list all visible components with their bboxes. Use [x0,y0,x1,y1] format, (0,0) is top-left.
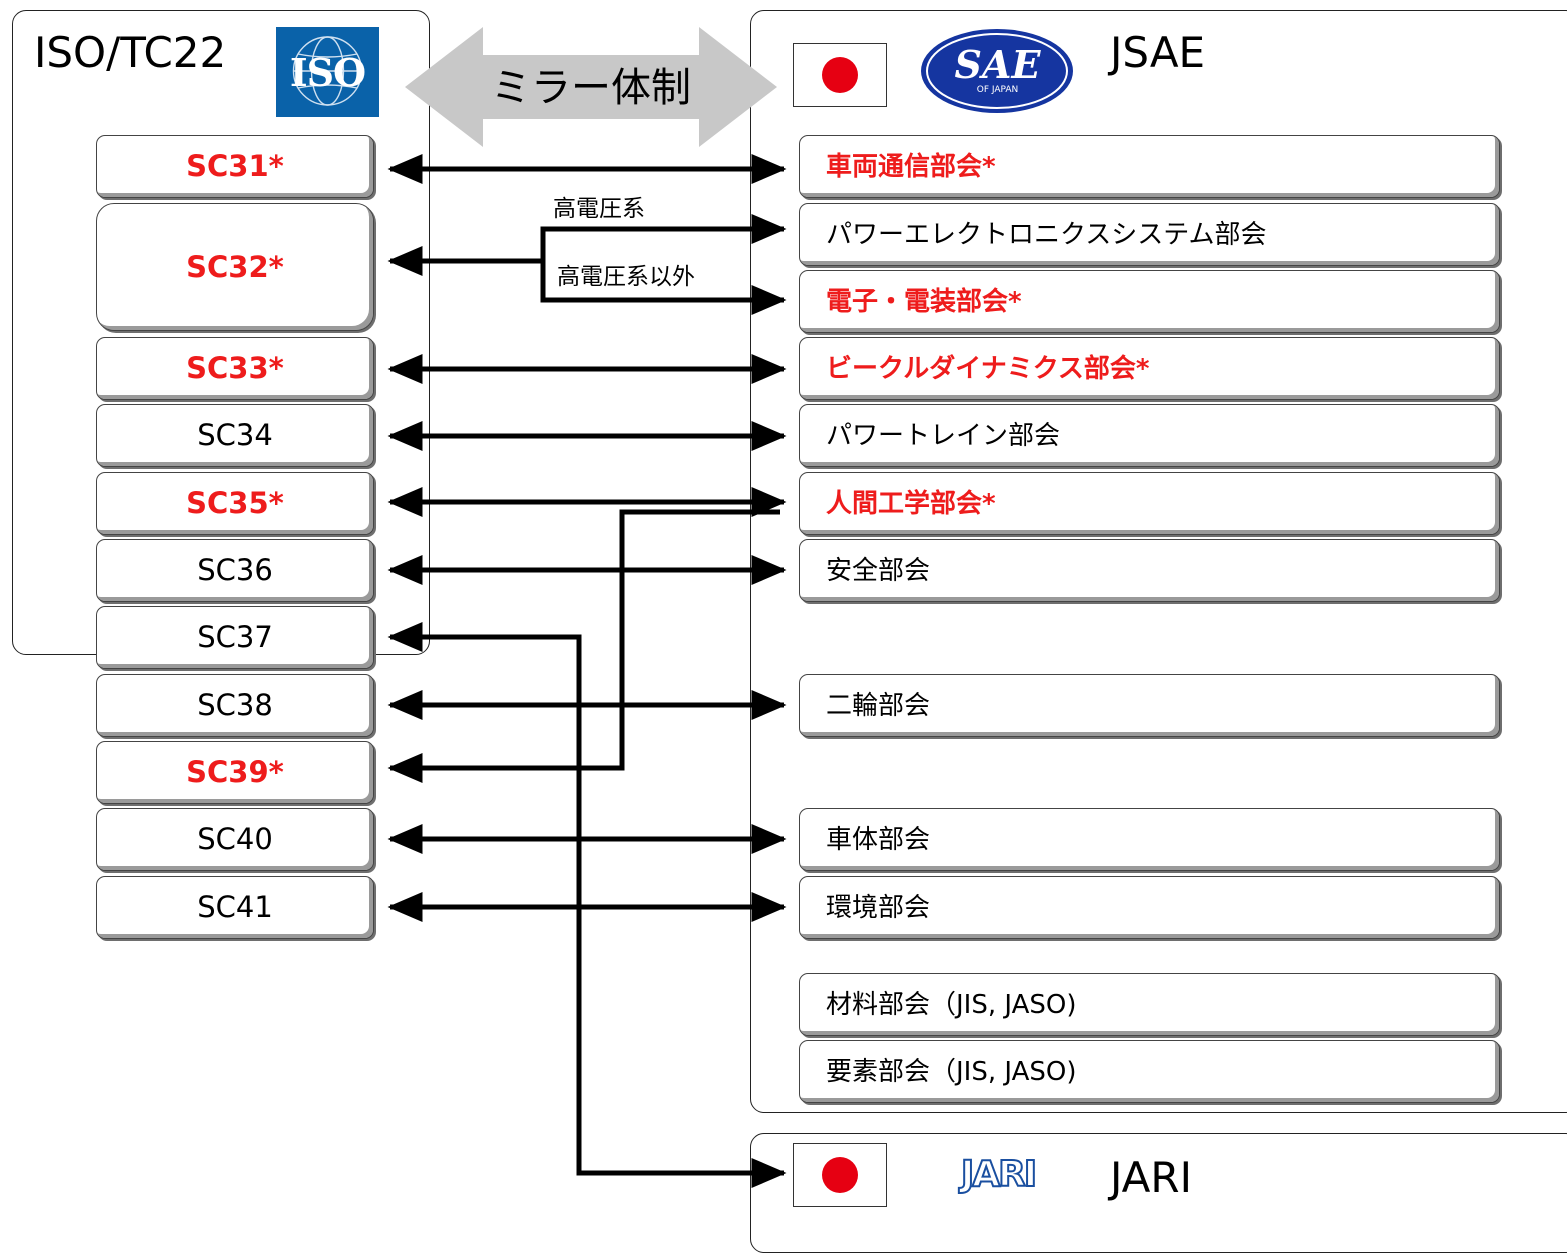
flag-red-disc [822,1157,858,1193]
mirror-label: ミラー体制 [491,65,691,111]
jsae-safety[interactable]: 安全部会 [799,539,1500,602]
mirror-double-arrow [405,27,777,147]
branch-label-high-voltage: 高電圧系 [553,196,645,222]
iso-sc34[interactable]: SC34 [96,404,374,467]
jsae-vehicle-body[interactable]: 車体部会 [799,808,1500,871]
jsae-logo: SAE OF JAPAN [920,28,1075,114]
link-sc39-human-factors [387,509,780,783]
iso-sc33[interactable]: SC33* [96,337,374,400]
iso-title: ISO/TC22 [34,28,227,77]
jsae-logo-subtext: OF JAPAN [976,85,1019,95]
branch-label-non-high-voltage: 高電圧系以外 [557,264,695,290]
jsae-vehicle-dynamics[interactable]: ビークルダイナミクス部会* [799,337,1500,400]
jsae-electronics-electrical[interactable]: 電子・電装部会* [799,270,1500,333]
jsae-environment[interactable]: 環境部会 [799,876,1500,939]
iso-globe-icon [292,36,363,106]
jari-japan-flag [793,1143,887,1207]
iso-sc38[interactable]: SC38 [96,674,374,737]
jsae-japan-flag [793,43,887,107]
iso-sc40[interactable]: SC40 [96,808,374,871]
iso-sc35[interactable]: SC35* [96,472,374,535]
connector-lines [387,154,787,1188]
flag-red-disc [822,57,858,93]
iso-sc31[interactable]: SC31* [96,135,374,198]
jari-title: JARI [1110,1153,1192,1202]
iso-logo-text: ISO [289,50,366,95]
iso-sc39[interactable]: SC39* [96,741,374,804]
jsae-title: JSAE [1110,28,1206,77]
link-sc32-branch-bracket [540,226,780,303]
iso-sc37[interactable]: SC37 [96,606,374,669]
jsae-materials[interactable]: 材料部会（JIS, JASO) [799,973,1500,1036]
iso-sc41[interactable]: SC41 [96,876,374,939]
jsae-vehicle-communication[interactable]: 車両通信部会* [799,135,1500,198]
jsae-human-factors[interactable]: 人間工学部会* [799,472,1500,535]
jsae-motorcycles[interactable]: 二輪部会 [799,674,1500,737]
jsae-powertrain[interactable]: パワートレイン部会 [799,404,1500,467]
jsae-logo-text: SAE [954,42,1041,87]
jari-logo: JARI [960,1153,1038,1196]
jsae-components[interactable]: 要素部会（JIS, JASO) [799,1040,1500,1103]
iso-sc36[interactable]: SC36 [96,539,374,602]
iso-logo: ISO [276,27,379,117]
jsae-logo-icon [921,29,1073,113]
jsae-power-electronics-systems[interactable]: パワーエレクトロニクスシステム部会 [799,203,1500,266]
iso-sc32[interactable]: SC32* [96,203,374,331]
